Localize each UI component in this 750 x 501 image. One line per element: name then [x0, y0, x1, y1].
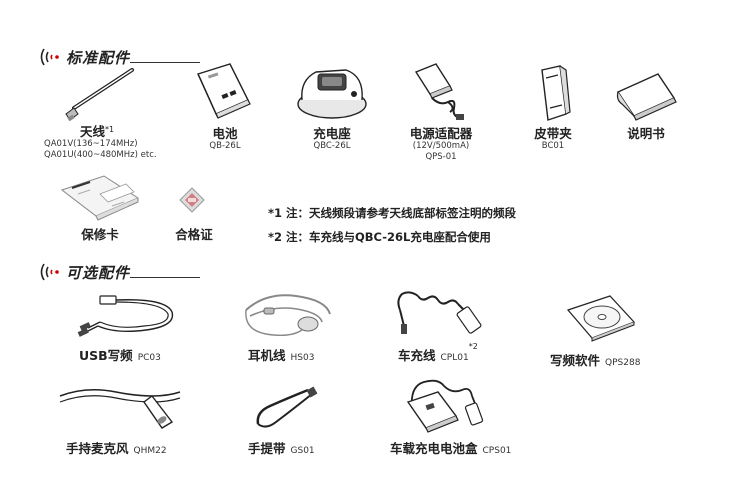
power-adapter-item: 电源适配器 (12V/500mA) QPS-01 — [396, 126, 486, 163]
note-antenna-band: *1 注：天线频段请参考天线底部标签注明的频段 — [268, 206, 517, 220]
charger-item: 充电座 QBC-26L — [292, 126, 372, 152]
antenna-code-vhf: QA01V(136~174MHz) — [44, 139, 138, 149]
section-underline — [130, 62, 201, 63]
antenna-code-uhf: QA01U(400~480MHz) etc. — [44, 150, 157, 160]
usb-cable-image — [76, 290, 186, 346]
optional-section-header: 可选配件 — [38, 259, 201, 285]
microphone-item: 手持麦克风 QHM22 — [66, 438, 167, 457]
power-adapter-spec: (12V/500mA) — [412, 141, 470, 151]
software-name: 写频软件 — [550, 353, 601, 368]
antenna-name: 天线 — [80, 124, 106, 139]
power-adapter-image — [410, 58, 470, 124]
car-battery-box-image — [404, 372, 484, 434]
charger-image — [294, 60, 370, 124]
warranty-card-name: 保修卡 — [81, 227, 119, 242]
car-charger-cable-code: CPL01 — [440, 353, 469, 363]
car-charger-cable-item: 车充线 CPL01 *2 — [398, 342, 478, 364]
power-adapter-name: 电源适配器 — [409, 126, 473, 141]
antenna-item: 天线*1 QA01V(136~174MHz) QA01U(400~480MHz)… — [44, 124, 184, 161]
certificate-name: 合格证 — [175, 227, 213, 242]
certificate-item: 合格证 — [166, 227, 222, 242]
usb-cable-name: USB写频 — [79, 348, 133, 363]
signal-wave-icon — [40, 263, 59, 281]
manual-image — [614, 70, 678, 122]
manual-item: 说明书 — [616, 126, 676, 141]
software-cd-image — [566, 294, 636, 342]
earphone-item: 耳机线 HS03 — [248, 345, 314, 364]
section-underline — [130, 277, 201, 278]
signal-wave-icon — [40, 48, 59, 66]
battery-item: 电池 QB-26L — [190, 126, 260, 152]
standard-section-header: 标准配件 — [38, 44, 201, 70]
certificate-image — [178, 186, 206, 214]
antenna-note-mark: *1 — [105, 125, 115, 134]
antenna-image — [60, 66, 140, 124]
wrist-strap-item: 手提带 GS01 — [248, 438, 315, 457]
microphone-image — [56, 382, 186, 434]
battery-code: QB-26L — [209, 141, 241, 151]
power-adapter-code: QPS-01 — [425, 152, 457, 162]
earphone-code: HS03 — [290, 353, 315, 363]
software-item: 写频软件 QPS288 — [550, 350, 640, 369]
belt-clip-item: 皮带夹 BC01 — [520, 126, 586, 152]
warranty-card-item: 保修卡 — [70, 227, 130, 242]
wrist-strap-name: 手提带 — [248, 441, 286, 456]
note-car-charger: *2 注：车充线与QBC-26L充电座配合使用 — [268, 230, 491, 244]
belt-clip-name: 皮带夹 — [534, 126, 572, 141]
car-charger-cable-image — [392, 286, 482, 344]
software-code: QPS288 — [605, 358, 641, 368]
car-battery-box-name: 车载充电电池盒 — [390, 441, 478, 456]
usb-cable-item: USB写频 PC03 — [79, 345, 161, 364]
battery-image — [190, 60, 254, 120]
wrist-strap-image — [248, 384, 328, 434]
microphone-code: QHM22 — [133, 446, 167, 456]
belt-clip-image — [532, 62, 574, 124]
charger-name: 充电座 — [313, 126, 351, 141]
charger-code: QBC-26L — [313, 141, 351, 151]
standard-section-title: 标准配件 — [66, 48, 131, 67]
car-charger-note-mark: *2 — [468, 342, 478, 351]
usb-cable-code: PC03 — [137, 353, 161, 363]
car-battery-box-code: CPS01 — [482, 446, 512, 456]
car-charger-cable-name: 车充线 — [398, 348, 436, 363]
belt-clip-code: BC01 — [541, 141, 565, 151]
optional-section-title: 可选配件 — [66, 263, 131, 282]
manual-name: 说明书 — [627, 126, 665, 141]
earphone-image — [236, 290, 336, 346]
battery-name: 电池 — [212, 126, 238, 141]
car-battery-box-item: 车载充电电池盒 CPS01 — [390, 438, 511, 457]
earphone-name: 耳机线 — [248, 348, 286, 363]
wrist-strap-code: GS01 — [290, 446, 315, 456]
warranty-card-image — [60, 172, 140, 224]
microphone-name: 手持麦克风 — [66, 441, 129, 456]
